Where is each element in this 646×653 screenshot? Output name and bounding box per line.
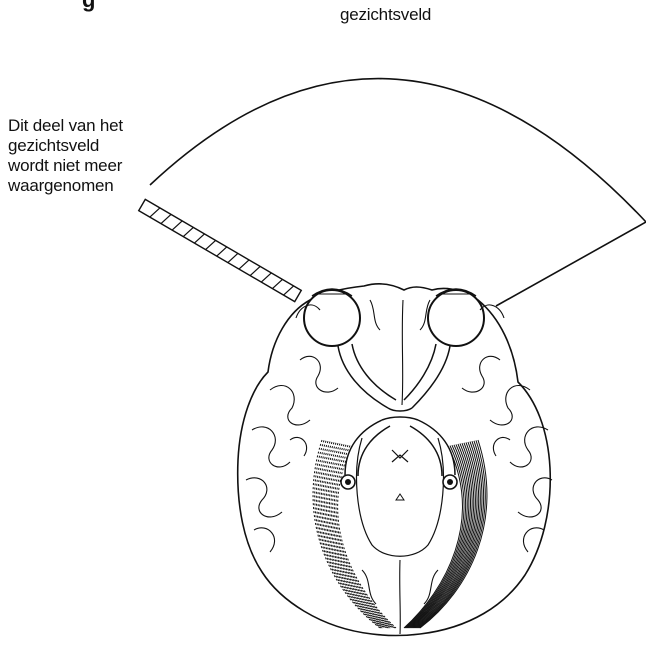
hatch-bar-outline: [139, 199, 302, 301]
optic-chiasm: [382, 408, 418, 420]
lost-field-line-4: waargenomen: [8, 176, 178, 196]
title-clip: g: [0, 0, 646, 13]
left-optic-radiation: [313, 440, 396, 628]
right-optic-tract: [410, 420, 455, 476]
visual-field-arc: [150, 79, 646, 222]
right-eye: [428, 289, 484, 346]
visual-field-label: gezichtsveld: [340, 5, 431, 25]
lost-field-line-2: gezichtsveld: [8, 136, 178, 156]
lost-field-line-1: Dit deel van het: [8, 116, 178, 136]
cortical-gyri: [246, 300, 552, 604]
page-title-fragment: g: [82, 0, 95, 12]
left-optic-nerve: [338, 344, 396, 408]
visual-field-right-edge: [496, 222, 646, 306]
left-radiation-fibre: [326, 443, 388, 628]
left-optic-tract: [345, 420, 390, 476]
right-optic-nerve: [404, 344, 450, 408]
left-eye: [304, 289, 360, 346]
mammillary-mark: [392, 450, 408, 462]
lost-field-label: Dit deel van het gezichtsveld wordt niet…: [8, 116, 178, 196]
small-triangle: [396, 494, 404, 500]
midline-fissure: [402, 300, 403, 405]
right-optic-radiation: [404, 440, 487, 628]
left-lgn: [341, 475, 355, 489]
right-lgn: [443, 475, 457, 489]
left-radiation-fibre: [315, 440, 381, 628]
lost-field-hatch-bar: [139, 199, 302, 301]
lost-field-line-3: wordt niet meer: [8, 156, 178, 176]
midline-lower: [400, 560, 401, 634]
left-radiation-fibre: [313, 440, 380, 628]
